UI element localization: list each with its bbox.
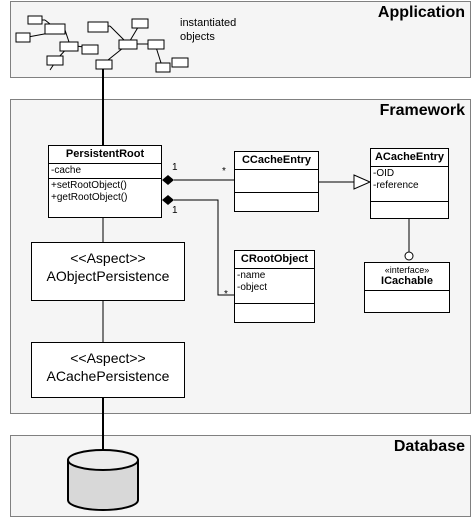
acache-name: ACachePersistence xyxy=(46,368,170,384)
class-persistent-root: PersistentRoot -cache +setRootObject() +… xyxy=(48,145,162,218)
aobject-stereotype: <<Aspect>> xyxy=(70,250,146,266)
instantiated-objects-label: instantiated objects xyxy=(180,17,237,43)
acache-entry-attr-oid: -OID xyxy=(373,168,395,179)
ccache-entry-name: CCacheEntry xyxy=(235,152,318,170)
multiplicity-root-one: 1 xyxy=(172,205,178,216)
application-layer-title: Application xyxy=(377,4,465,21)
application-layer: Application xyxy=(10,1,471,78)
aobject-name: AObjectPersistence xyxy=(46,268,170,284)
interface-icachable: «interface» ICachable xyxy=(364,262,450,313)
multiplicity-root-many: * xyxy=(224,289,228,300)
acache-entry-name: ACacheEntry xyxy=(371,149,448,167)
persistent-root-attr-cache: -cache xyxy=(51,165,82,176)
icachable-stereotype: «interface» xyxy=(384,265,430,275)
database-layer-title: Database xyxy=(393,438,465,455)
persistent-root-op-set: +setRootObject() xyxy=(51,180,127,191)
database-cylinder-shape xyxy=(67,449,139,511)
acache-stereotype: <<Aspect>> xyxy=(70,350,146,366)
class-acache-entry: ACacheEntry -OID -reference xyxy=(370,148,449,219)
multiplicity-cache-one: 1 xyxy=(172,162,178,173)
multiplicity-cache-many: * xyxy=(222,166,226,177)
aspect-acache-persistence: <<Aspect>> ACachePersistence xyxy=(31,342,185,398)
persistent-root-name: PersistentRoot xyxy=(49,146,161,164)
object-tree xyxy=(15,15,189,100)
icachable-name: ICachable xyxy=(381,275,433,287)
acache-entry-attr-reference: -reference xyxy=(373,180,419,191)
croot-object-attr-object: -object xyxy=(237,282,268,293)
framework-layer-title: Framework xyxy=(379,102,465,119)
persistent-root-op-get: +getRootObject() xyxy=(51,192,128,203)
croot-object-attr-name: -name xyxy=(237,270,266,281)
aspect-aobject-persistence: <<Aspect>> AObjectPersistence xyxy=(31,242,185,301)
croot-object-name: CRootObject xyxy=(235,251,314,269)
class-ccache-entry: CCacheEntry xyxy=(234,151,319,212)
class-croot-object: CRootObject -name -object xyxy=(234,250,315,323)
